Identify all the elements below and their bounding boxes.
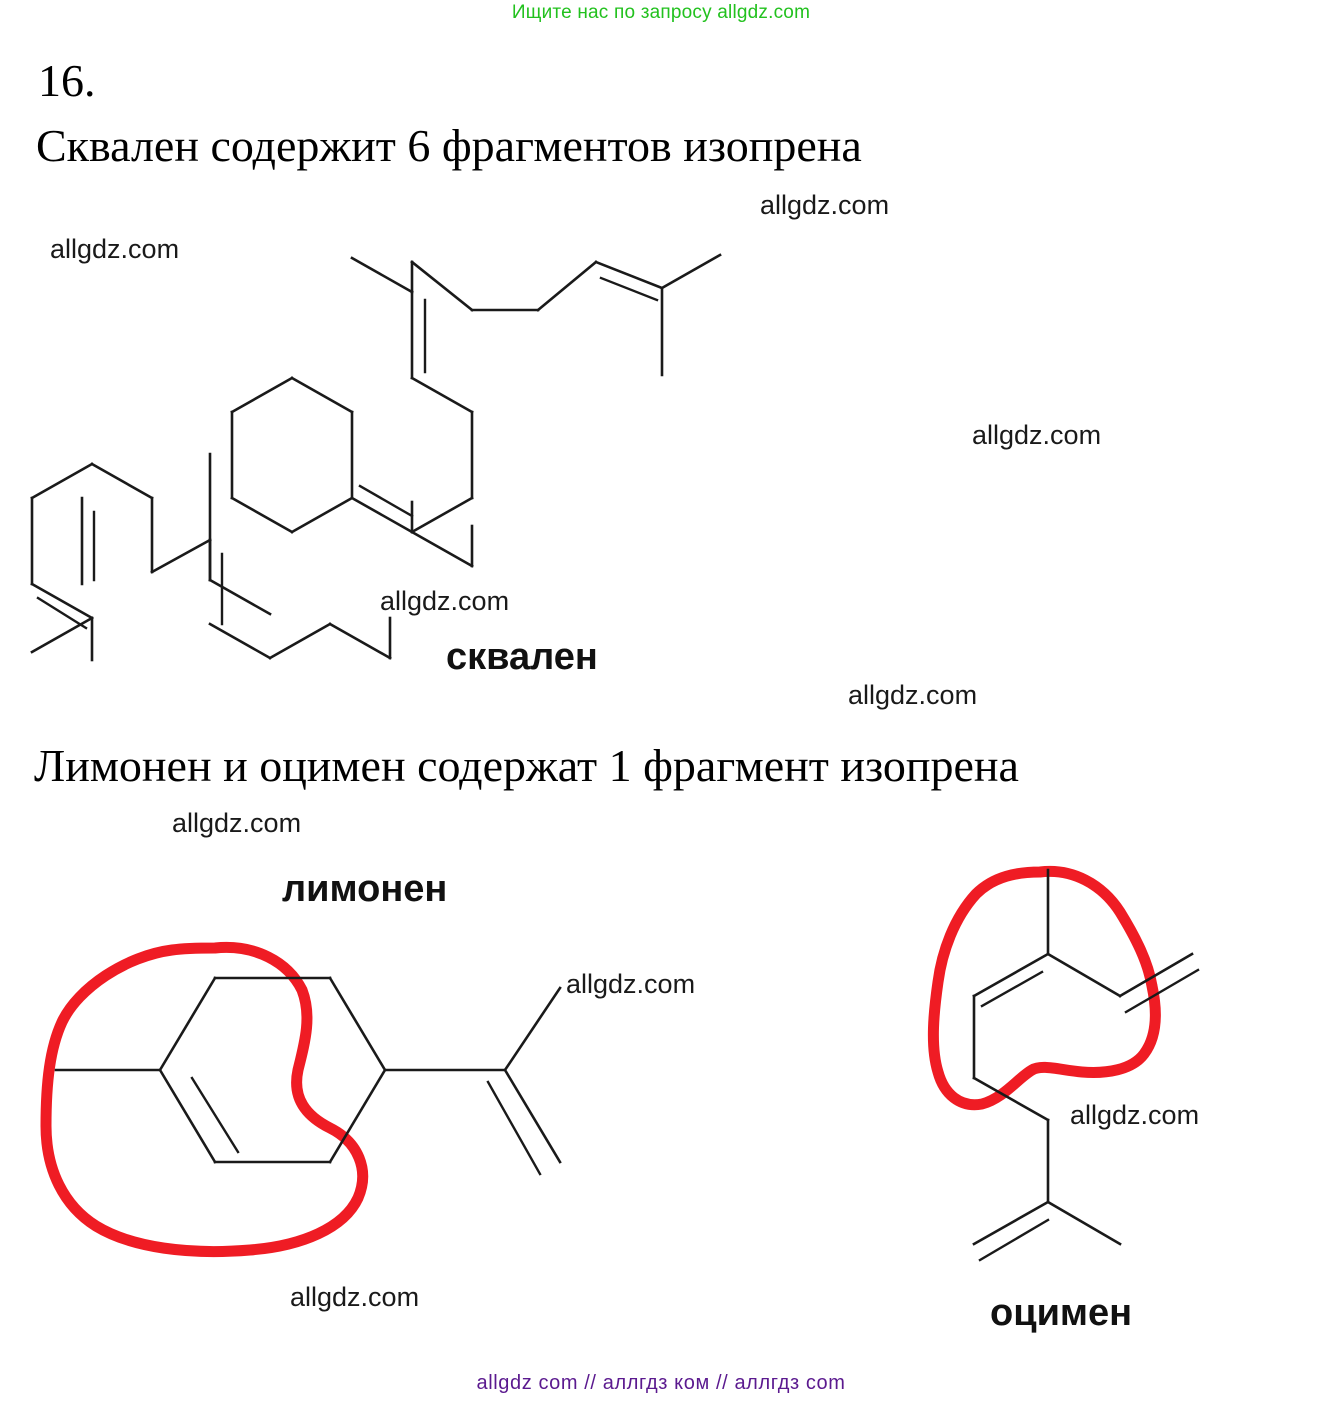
watermark: allgdz.com bbox=[972, 420, 1102, 450]
caption-squalene: сквален bbox=[446, 636, 598, 678]
squalene-structure-diagram bbox=[30, 253, 722, 662]
watermark: allgdz.com bbox=[760, 190, 890, 220]
watermark: allgdz.com bbox=[50, 234, 180, 264]
limonene-structure-diagram bbox=[40, 941, 562, 1258]
task-number: 16. bbox=[38, 55, 96, 106]
limonene-isoprene-circle bbox=[40, 941, 369, 1258]
watermark: allgdz.com bbox=[1070, 1100, 1200, 1130]
caption-ocimene: оцимен bbox=[990, 1292, 1133, 1334]
promo-banner: Ищите нас по запросу allgdz.com bbox=[511, 2, 811, 23]
heading-squalene: Сквален содержит 6 фрагментов изопрена bbox=[36, 120, 862, 171]
watermark: allgdz.com bbox=[290, 1282, 420, 1312]
caption-limonene: лимонен bbox=[282, 868, 448, 910]
heading-limonene-ocimene: Лимонен и оцимен содержат 1 фрагмент изо… bbox=[34, 740, 1019, 791]
watermark: allgdz.com bbox=[380, 586, 510, 616]
watermark: allgdz.com bbox=[566, 969, 696, 999]
watermark: allgdz.com bbox=[172, 808, 302, 838]
watermark: allgdz.com bbox=[848, 680, 978, 710]
footer-branding: allgdz com // аллгдз ком // аллгдз com bbox=[476, 1372, 846, 1394]
squalene-structure-extra-bonds bbox=[80, 496, 392, 660]
ocimene-isoprene-circle bbox=[927, 865, 1161, 1111]
ocimene-structure-diagram bbox=[927, 865, 1200, 1262]
